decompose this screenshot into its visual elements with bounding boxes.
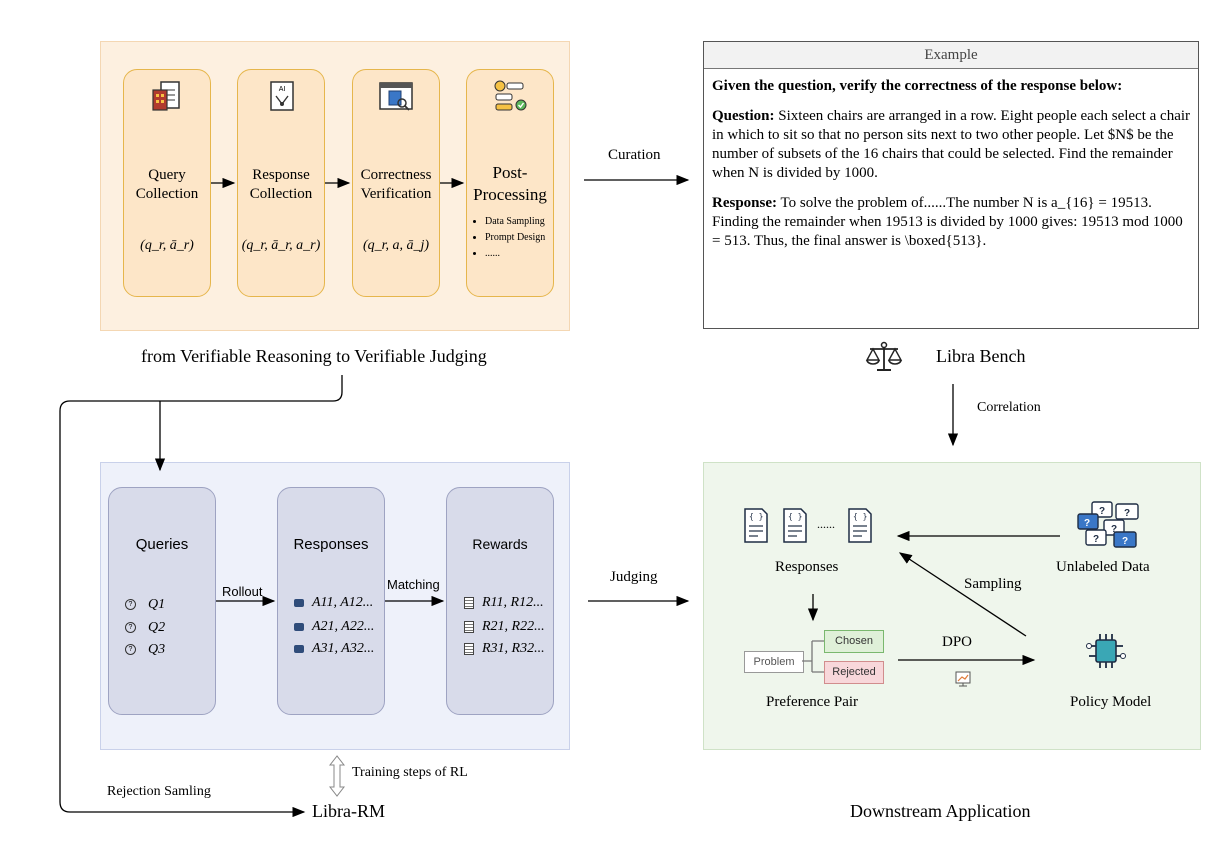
- workflow-icon: [494, 80, 527, 111]
- example-instruction: Given the question, verify the correctne…: [712, 78, 1123, 94]
- bullet-more: ......: [485, 246, 545, 262]
- response-collection-card: AI Response Collection (q_r, ā_r, a_r): [237, 69, 325, 297]
- question-icon: ?: [125, 599, 136, 611]
- chat-icon: [294, 644, 304, 653]
- question-icon: ?: [125, 622, 136, 634]
- sampling-arrow: [898, 552, 1027, 637]
- svg-text:{ }: { }: [749, 512, 763, 521]
- response-collection-title: Response Collection: [249, 167, 313, 202]
- query-collection-title: Query Collection: [135, 167, 199, 202]
- libra-bench-label: Libra Bench: [936, 346, 1026, 366]
- question-label: Question:: [712, 108, 775, 124]
- queries-title: Queries: [135, 536, 189, 553]
- correctness-verification-math: (q_r, a, ā_j): [362, 238, 430, 253]
- response-text: To solve the problem of......The number …: [712, 195, 1183, 249]
- training-steps-double-arrow: [328, 755, 346, 797]
- curation-label: Curation: [608, 147, 661, 163]
- query-item-3: ?Q3: [125, 642, 165, 658]
- post-processing-title: Post- Processing: [473, 163, 547, 204]
- query-document-icon: [152, 81, 180, 111]
- unlabeled-data-label: Unlabeled Data: [1056, 559, 1150, 575]
- correctness-verification-title: Correctness Verification: [360, 167, 432, 202]
- rejection-sampling-label: Rejection Samling: [107, 784, 211, 799]
- bullet-prompt-design: Prompt Design: [485, 230, 545, 246]
- svg-text:{ }: { }: [853, 512, 867, 521]
- reward-item-3: R31, R32...: [464, 641, 545, 657]
- svg-text:{ }: { }: [788, 512, 802, 521]
- chat-icon: [294, 622, 304, 631]
- judging-label: Judging: [610, 569, 658, 585]
- question-text: Sixteen chairs are arranged in a row. Ei…: [712, 108, 1191, 181]
- training-steps-label: Training steps of RL: [352, 765, 468, 780]
- query-item-1: ?Q1: [125, 597, 165, 613]
- document-icon: [464, 596, 474, 609]
- ai-response-icon: AI: [270, 81, 294, 111]
- response-collection-math: (q_r, ā_r, a_r): [241, 238, 321, 253]
- balance-scale-icon: [865, 341, 903, 371]
- response-item-2: A21, A22...: [294, 619, 374, 635]
- verification-browser-icon: [379, 82, 413, 111]
- problem-bracket: [802, 640, 824, 673]
- query-item-2: ?Q2: [125, 620, 165, 636]
- policy-model-chip-icon: [1086, 634, 1126, 668]
- rejected-box: Rejected: [824, 661, 884, 684]
- svg-text:?: ?: [1124, 508, 1130, 519]
- correctness-verification-card: Correctness Verification (q_r, a, ā_j): [352, 69, 440, 297]
- example-box: Example Given the question, verify the c…: [703, 41, 1199, 329]
- responses-title: Responses: [293, 536, 369, 553]
- response-documents-icon: { } { } { }: [744, 508, 872, 543]
- reward-item-1: R11, R12...: [464, 595, 544, 611]
- document-icon: [464, 620, 474, 633]
- svg-text:AI: AI: [279, 86, 286, 93]
- policy-model-label: Policy Model: [1070, 694, 1152, 710]
- svg-text:?: ?: [1093, 534, 1099, 545]
- preference-pair-label: Preference Pair: [766, 694, 859, 710]
- svg-text:?: ?: [1122, 536, 1128, 547]
- response-label: Response:: [712, 195, 778, 211]
- chosen-box: Chosen: [824, 630, 884, 653]
- response-item-3: A31, A32...: [294, 641, 374, 657]
- bullet-data-sampling: Data Sampling: [485, 214, 545, 230]
- post-processing-card: Post- Processing Data Sampling Prompt De…: [466, 69, 554, 297]
- training-chart-icon: [955, 671, 971, 687]
- svg-text:?: ?: [1084, 518, 1090, 529]
- svg-text:?: ?: [1099, 506, 1105, 517]
- caption-down-arrow: [59, 375, 343, 818]
- example-header: Example: [704, 42, 1198, 69]
- svg-text:?: ?: [1111, 524, 1117, 535]
- chat-icon: [294, 598, 304, 607]
- rollout-label: Rollout: [222, 584, 263, 599]
- correlation-label: Correlation: [977, 400, 1041, 415]
- pipeline-caption: from Verifiable Reasoning to Verifiable …: [141, 346, 487, 366]
- problem-box: Problem: [744, 651, 804, 673]
- matching-label: Matching: [387, 577, 440, 592]
- query-collection-math: (q_r, ā_r): [140, 238, 194, 253]
- question-icon: ?: [125, 644, 136, 656]
- unlabeled-data-icon: ??? ???: [1077, 501, 1139, 548]
- response-item-1: A11, A12...: [294, 595, 373, 611]
- sampling-label: Sampling: [964, 576, 1022, 592]
- rewards-title: Rewards: [472, 536, 528, 552]
- query-collection-card: Query Collection (q_r, ā_r): [123, 69, 211, 297]
- post-processing-bullets: Data Sampling Prompt Design ......: [471, 214, 545, 262]
- downstream-responses-label: Responses: [775, 559, 839, 575]
- downstream-caption: Downstream Application: [850, 801, 1031, 821]
- responses-ellipsis: ......: [817, 517, 835, 531]
- dpo-label: DPO: [942, 634, 973, 650]
- libra-rm-label: Libra-RM: [312, 801, 385, 821]
- document-icon: [464, 642, 474, 655]
- reward-item-2: R21, R22...: [464, 619, 545, 635]
